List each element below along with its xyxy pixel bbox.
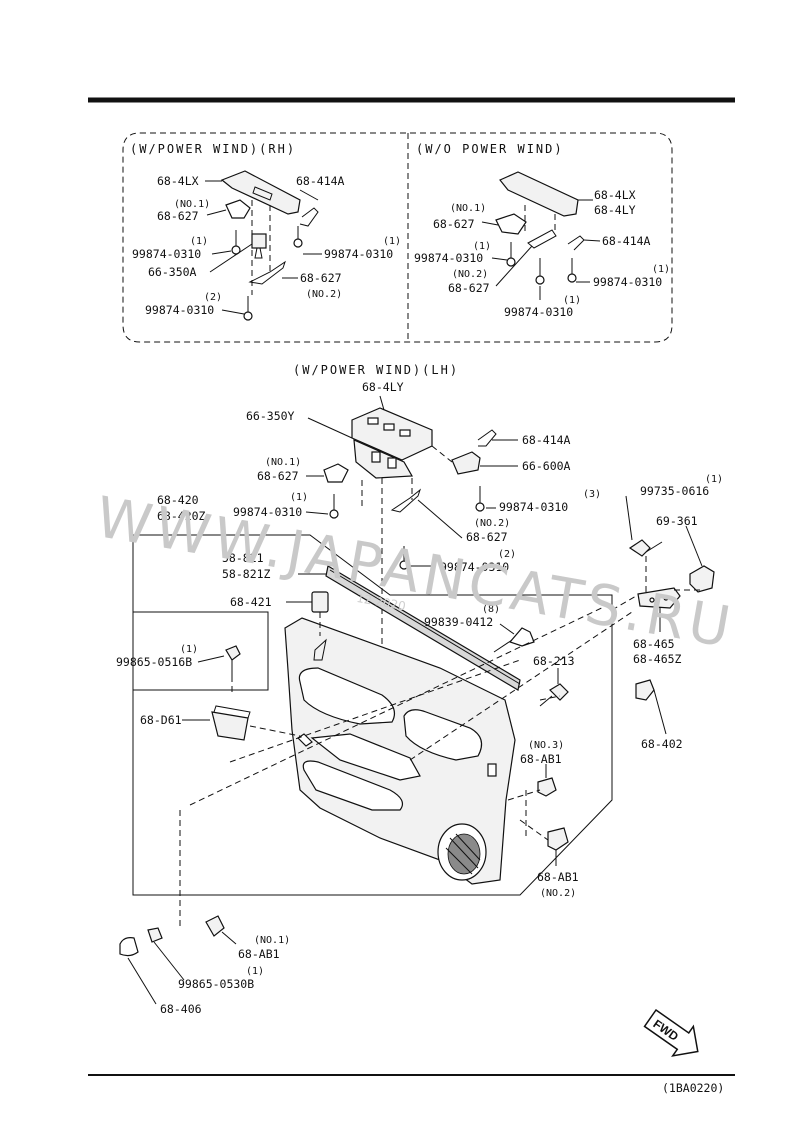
rh-label: 68-627 <box>300 271 342 285</box>
rh-label: (1) <box>190 236 208 247</box>
rh-label: 99874-0310 <box>145 303 214 317</box>
screw-99865-0516 <box>197 645 241 696</box>
rh-header: (W/POWER WIND)(RH) <box>130 142 296 156</box>
part-label: 99874-0310 <box>233 505 302 519</box>
part-label: 66-600A <box>522 459 571 473</box>
part-label: 99839-0412 <box>424 615 493 629</box>
part-label: (1) <box>180 644 198 655</box>
part-label: 68-4LY <box>362 380 404 394</box>
part-label: 68-627 <box>466 530 508 544</box>
weatherstrip <box>298 565 521 691</box>
part-label: 68-627 <box>257 469 299 483</box>
wo-label: 99874-0310 <box>504 305 573 319</box>
wo-label: (1) <box>652 264 670 275</box>
wo-label: (1) <box>473 241 491 252</box>
part-label: (2) <box>498 549 516 560</box>
part-label: (NO.2) <box>474 518 510 529</box>
rh-label: 68-4LX <box>157 174 199 188</box>
watermark: WWW.JAPANCATS.RU <box>91 485 739 661</box>
wo-header: (W/O POWER WIND) <box>416 142 564 156</box>
rh-assembly <box>205 170 322 321</box>
part-label: 99865-0530B <box>178 977 254 991</box>
part-label: (NO.1) <box>265 457 301 468</box>
part-label: 58-821Z <box>222 567 271 581</box>
fwd-arrow-icon: FWD <box>643 1008 699 1057</box>
wo-label: (NO.2) <box>452 269 488 280</box>
wo-label: 99874-0310 <box>414 251 483 265</box>
bracket-assembly <box>611 495 715 735</box>
part-label: (3) <box>583 489 601 500</box>
cap-68-406 <box>119 810 185 1005</box>
pocket-68-d61 <box>182 705 301 741</box>
part-label: 68-AB1 <box>238 947 280 961</box>
rh-label: (NO.1) <box>174 199 210 210</box>
part-label: (NO.3) <box>528 740 564 751</box>
rh-label: (2) <box>204 292 222 303</box>
part-label: 68-AB1 <box>537 870 579 884</box>
part-label: 68-421 <box>230 595 272 609</box>
rh-label: 66-350A <box>148 265 197 279</box>
rh-label: (NO.2) <box>306 289 342 300</box>
part-label: (8) <box>482 604 500 615</box>
wo-label: (1) <box>563 295 581 306</box>
part-label: 68-420 <box>157 493 199 507</box>
part-label: 68-D61 <box>140 713 182 727</box>
part-label: 68-AB1 <box>520 752 562 766</box>
lh-switch-assembly <box>305 395 518 650</box>
rh-label: (1) <box>383 236 401 247</box>
wo-label: (NO.1) <box>450 203 486 214</box>
door-panel-frame <box>132 534 613 896</box>
clip-68-421 <box>286 591 329 636</box>
door-trim-panel <box>284 617 516 885</box>
part-label: 68-465Z <box>633 652 682 666</box>
part-label: (NO.2) <box>540 888 576 899</box>
alignment-lines <box>189 602 633 840</box>
lh-header: (W/POWER WIND)(LH) <box>293 363 459 377</box>
rh-label: 68-627 <box>157 209 199 223</box>
part-label: 58-821 <box>222 551 264 565</box>
screw-99839 <box>493 623 535 653</box>
screw-68-213 <box>539 668 569 707</box>
rh-label: 68-414A <box>296 174 345 188</box>
wo-label: 99874-0310 <box>593 275 662 289</box>
part-label: 99735-0616 <box>640 484 709 498</box>
part-label: 68-420Z <box>157 509 206 523</box>
part-label: 68-414A <box>522 433 571 447</box>
rh-label: 99874-0310 <box>132 247 201 261</box>
rh-label: 99874-0310 <box>324 247 393 261</box>
part-label: 99874-0310 <box>499 500 568 514</box>
wo-label: 68-414A <box>602 234 651 248</box>
clips-68-ab1 <box>205 764 569 945</box>
wo-assembly <box>481 171 601 300</box>
part-label: (1) <box>246 966 264 977</box>
part-label: 99865-0516B <box>116 655 192 669</box>
part-label: 68-465 <box>633 637 675 651</box>
part-label: 68-213 <box>533 654 575 668</box>
wo-label: 68-627 <box>448 281 490 295</box>
wo-label: 68-4LX <box>594 188 636 202</box>
part-label: (NO.1) <box>254 935 290 946</box>
part-label: 68-402 <box>641 737 683 751</box>
part-label: (1) <box>290 492 308 503</box>
part-label: 66-350Y <box>246 409 295 423</box>
part-label: 99874-0310 <box>440 560 509 574</box>
wo-label: 68-627 <box>433 217 475 231</box>
variant-box <box>122 132 673 343</box>
part-label: 69-361 <box>656 514 698 528</box>
wo-label: 68-4LY <box>594 203 636 217</box>
part-label: (1) <box>705 474 723 485</box>
part-label: 68-406 <box>160 1002 202 1016</box>
figure-code: (1BA0220) <box>662 1081 724 1095</box>
